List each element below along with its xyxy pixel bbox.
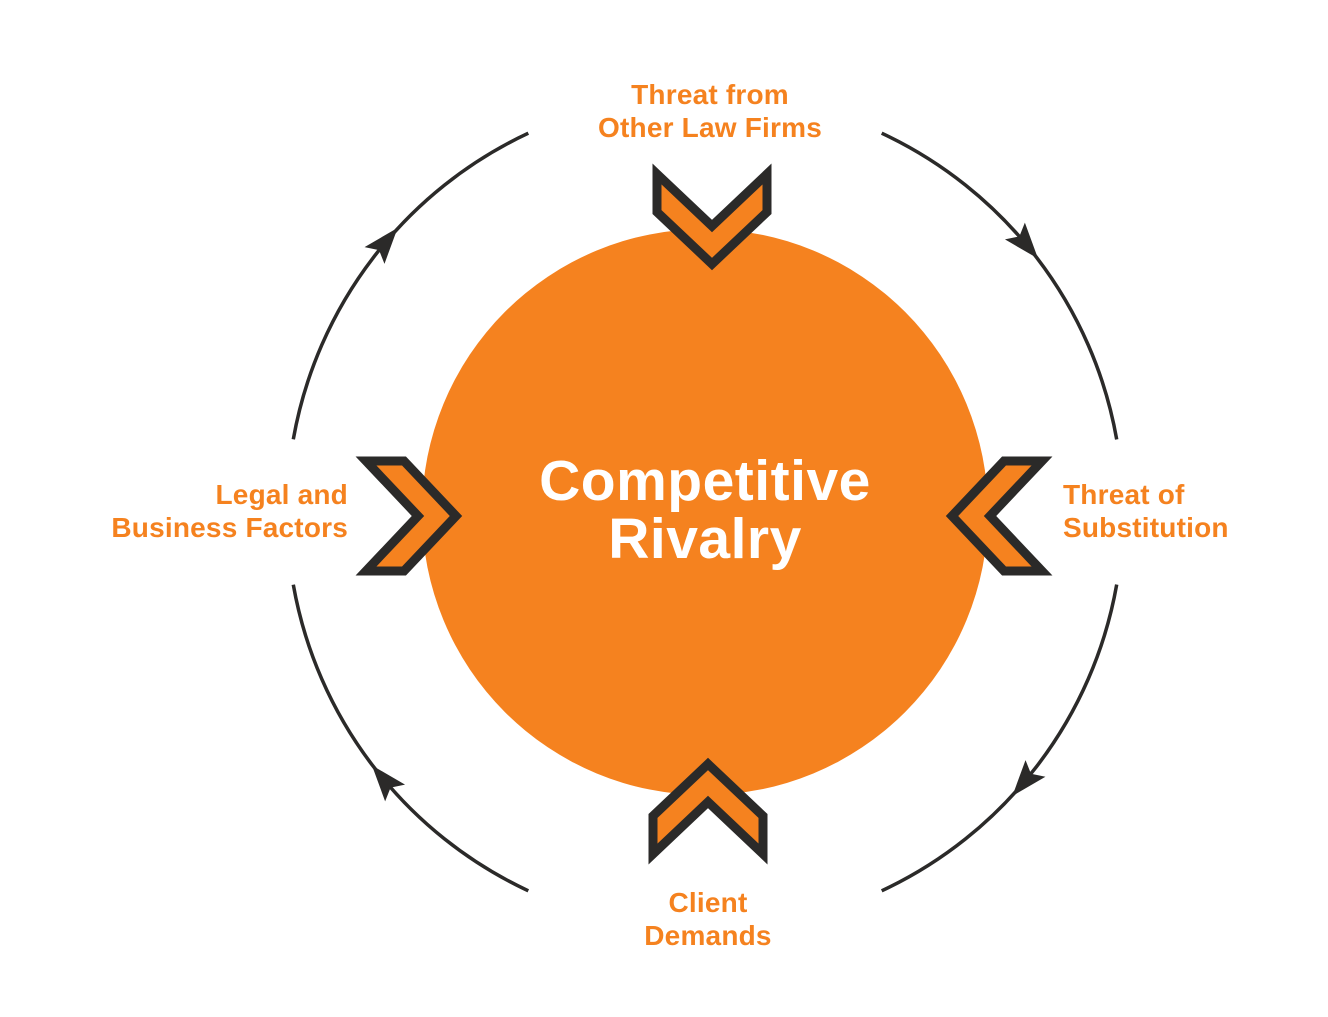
cycle-arc-bottom-right (880, 584, 1119, 893)
chevron-down-icon (652, 163, 772, 271)
cycle-arrowhead-bottom-left-icon (371, 765, 406, 802)
factor-label-top: Threat from Other Law Firms (410, 78, 1010, 144)
chevron-up-icon (648, 757, 768, 865)
chevron-right-icon (355, 456, 463, 576)
factor-top-line2: Other Law Firms (598, 112, 822, 143)
factor-right-line2: Substitution (1063, 512, 1229, 543)
cycle-arrowhead-bottom-right-icon (1012, 760, 1046, 797)
factor-label-right: Threat of Substitution (1063, 478, 1318, 544)
diagram-center-title: Competitive Rivalry (405, 452, 1005, 568)
factor-top-line1: Threat from (631, 79, 789, 110)
factor-right-line1: Threat of (1063, 479, 1185, 510)
factor-label-bottom: Client Demands (408, 886, 1008, 952)
factor-bottom-line2: Demands (644, 920, 772, 951)
factor-left-line1: Legal and (215, 479, 348, 510)
factor-left-line2: Business Factors (111, 512, 348, 543)
factor-bottom-line1: Client (668, 887, 748, 918)
factor-label-left: Legal and Business Factors (48, 478, 348, 544)
center-title-line2: Rivalry (608, 507, 802, 571)
cycle-arrowhead-top-right-icon (1004, 222, 1039, 259)
cycle-arrowhead-top-left-icon (364, 227, 398, 264)
chevron-left-icon (945, 456, 1053, 576)
cycle-arc-top-left (291, 131, 530, 440)
competitive-rivalry-circle (422, 229, 988, 795)
center-title-line1: Competitive (539, 449, 871, 513)
